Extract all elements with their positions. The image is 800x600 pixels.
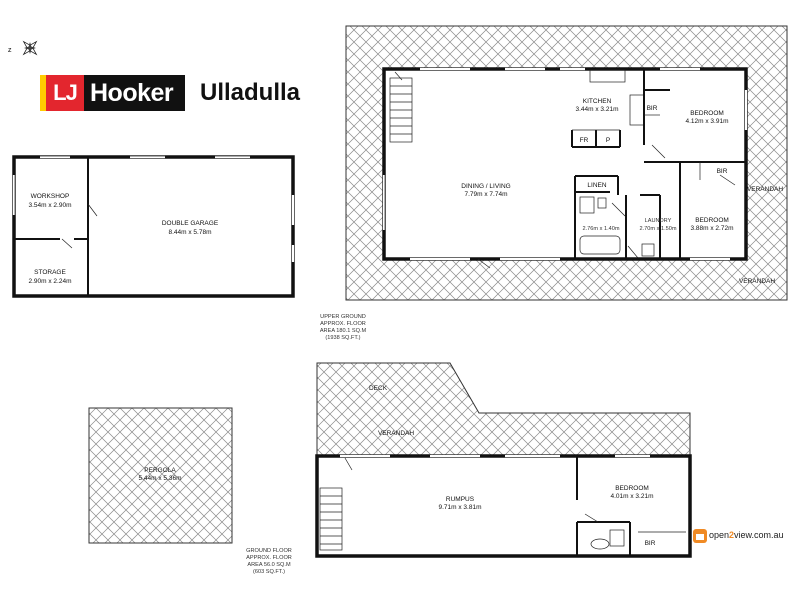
storage-name: STORAGE (34, 269, 66, 276)
deck-label: DECK (369, 385, 388, 392)
bedroom1-size: 4.12m x 3.91m (686, 118, 729, 125)
laundry-name: LAUNDRY (645, 218, 672, 224)
p-label: P (606, 137, 610, 144)
verandah-label-2: VERANDAH (739, 278, 775, 285)
pergola-name: PERGOLA (144, 467, 176, 474)
upper-floor-area-2: APPROX. FLOOR (320, 321, 366, 327)
bedroom1-name: BEDROOM (690, 110, 724, 117)
ground-floor-area-2: APPROX. FLOOR (246, 555, 292, 561)
upper-floor-area-1: UPPER GROUND (320, 314, 366, 320)
dining-name: DINING / LIVING (461, 183, 510, 190)
garage-size: 8.44m x 5.78m (169, 229, 212, 236)
workshop-size: 3.54m x 2.90m (29, 202, 72, 209)
compass-icon: Z (8, 40, 38, 56)
linen-label: LINEN (587, 182, 606, 189)
open2view-watermark: open2view.com.au (693, 528, 787, 546)
bir-label-3: BIR (645, 540, 656, 547)
rumpus-size: 9.71m x 3.81m (439, 504, 482, 511)
ground-floor (315, 362, 692, 558)
bedroom3-size: 4.01m x 3.21m (611, 493, 654, 500)
open2view-house-icon (693, 529, 707, 543)
ground-floor-area-3: AREA 56.0 SQ.M (247, 562, 291, 568)
logo-hooker: Hooker (84, 75, 185, 111)
bedroom2-name: BEDROOM (695, 217, 729, 224)
kitchen-size: 3.44m x 3.21m (576, 106, 619, 113)
kitchen-name: KITCHEN (583, 98, 612, 105)
upper-floor-area-4: (1938 SQ.FT.) (325, 335, 360, 341)
bir-label-1: BIR (647, 105, 658, 112)
bath-size: 2.76m x 1.40m (583, 226, 620, 232)
verandah-label-3: VERANDAH (378, 430, 414, 437)
bedroom2-size: 3.88m x 2.72m (691, 225, 734, 232)
dining-size: 7.79m x 7.74m (465, 191, 508, 198)
fr-label: FR (580, 137, 589, 144)
bedroom3-name: BEDROOM (615, 485, 649, 492)
open2view-text: open2view.com.au (709, 530, 784, 540)
verandah-label-1: VERANDAH (747, 186, 783, 193)
ground-floor-area-4: (603 SQ.FT.) (253, 569, 285, 575)
logo-lj: LJ (46, 75, 84, 111)
upper-floor-area-3: AREA 180.1 SQ.M (320, 328, 367, 334)
workshop-name: WORKSHOP (31, 193, 70, 200)
upper-floor-walls (382, 67, 748, 269)
garage-name: DOUBLE GARAGE (162, 220, 219, 227)
bir-label-2: BIR (717, 168, 728, 175)
ground-floor-area-1: GROUND FLOOR (246, 548, 292, 554)
pergola-size: 5.44m x 5.36m (139, 475, 182, 482)
rumpus-name: RUMPUS (446, 496, 475, 503)
storage-size: 2.90m x 2.24m (29, 278, 72, 285)
lj-hooker-logo: LJ Hooker (40, 75, 185, 111)
office-name: Ulladulla (200, 79, 301, 106)
laundry-size: 2.70m x 1.50m (640, 226, 677, 232)
svg-text:Z: Z (8, 48, 12, 54)
garage-building (12, 155, 295, 298)
pergola-area (88, 407, 233, 544)
